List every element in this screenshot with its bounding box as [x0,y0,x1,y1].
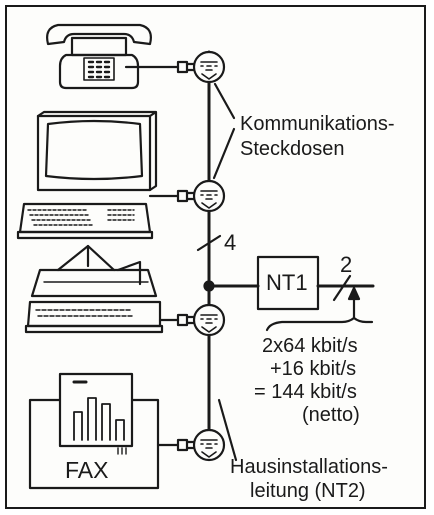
bus-wire-count-label: 4 [224,230,237,255]
fax-machine-icon [28,372,160,490]
kommunikation-leader-bottom [212,127,236,180]
socket-1 [192,50,226,84]
plug-3 [158,313,196,327]
bus-junction [203,280,215,292]
bus-tick [196,234,222,252]
rate-arrow-head [347,286,361,301]
nt1-label: NT1 [266,270,308,295]
printer-icon [24,244,164,334]
socket-4 [192,428,226,462]
rate-label-line4: (netto) [302,404,360,426]
telephone-icon [46,23,152,90]
rate-label-line1: 2x64 kbit/s [262,335,358,357]
haus-label-line2: leitung (NT2) [250,480,366,502]
kommunikation-leader-top [213,82,236,120]
plug-1 [124,60,196,74]
computer-terminal-icon [16,110,158,240]
kommunikation-label-line1: Kommunikations- [240,113,395,135]
rate-label-line2: +16 kbit/s [270,358,357,380]
line-tick [332,274,352,302]
fax-label: FAX [65,457,109,483]
line-wire-count-label: 2 [340,252,353,277]
plug-4 [156,438,196,452]
nt1-box [256,255,320,311]
plug-2 [148,189,196,203]
socket-3 [192,303,226,337]
rate-label-line3: = 144 kbit/s [254,381,357,403]
kommunikation-label-line2: Steckdosen [240,138,345,160]
rate-brace [265,316,374,332]
haus-label-line1: Hausinstallations- [230,456,388,478]
haus-leader [217,398,238,462]
socket-2 [192,179,226,213]
